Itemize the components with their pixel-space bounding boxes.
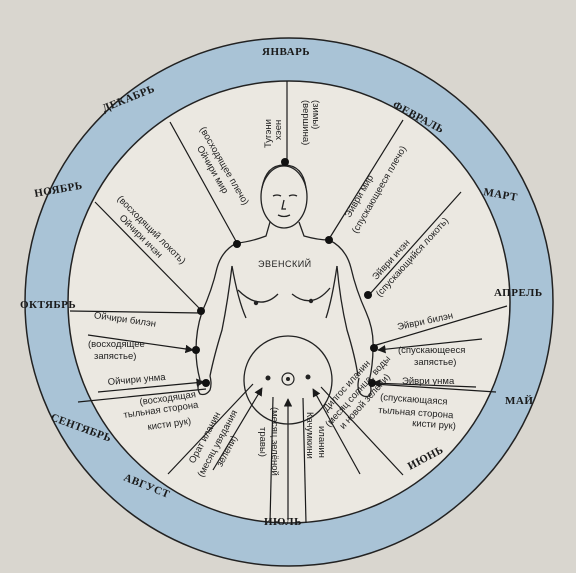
month-march: МАРТ	[482, 186, 518, 204]
arrow-l-wrist	[87, 334, 194, 354]
arrows	[87, 334, 483, 520]
r-wrist-label-c: запястье)	[414, 357, 456, 368]
right-nipple	[308, 298, 314, 304]
spoke-apr	[372, 305, 508, 347]
joint-right-shoulder	[325, 236, 333, 244]
spoke-jul-l	[269, 396, 274, 524]
navel-outer	[281, 372, 295, 386]
r-wrist-label-b: (спускающееся	[398, 345, 465, 356]
spokes	[69, 81, 508, 524]
spoke-dec	[169, 121, 238, 244]
center-label: ЭВЕНСКИЙ	[258, 258, 312, 269]
eyes	[272, 194, 298, 197]
belly-dot-left	[265, 375, 271, 381]
joint-left-elbow	[197, 307, 205, 315]
belly-circle	[243, 335, 333, 425]
right-arm-outer	[328, 239, 374, 383]
spoke-feb	[328, 119, 404, 240]
month-july: ИЮЛЬ	[264, 516, 302, 528]
joint-left-wrist	[192, 346, 200, 354]
jul2-label-b: иланин	[316, 426, 327, 458]
crown-label-b: хэен	[273, 120, 284, 140]
r-hand-labels: Эйври унма (спускающаяся тыльная сторона…	[378, 376, 456, 432]
nose	[281, 199, 286, 210]
joint-left-shoulder	[233, 240, 241, 248]
spoke-jul-r	[302, 397, 307, 524]
arrow-l-hand	[97, 378, 205, 393]
navel-inner	[286, 377, 290, 381]
left-arm-inner	[209, 265, 233, 377]
spoke-nov	[94, 201, 202, 311]
l-wrist-label-c: запястье)	[94, 351, 136, 362]
mouth	[277, 214, 291, 218]
spoke-mar	[368, 191, 462, 296]
l-hand-label-a: Ойчири унма	[107, 372, 166, 388]
belly-dot-right	[305, 374, 311, 380]
head	[260, 165, 308, 229]
crown-label-group-2: (вершина) (зимы)	[300, 100, 321, 145]
spoke-may	[372, 383, 497, 393]
jul2-label-a: Качумкини	[304, 412, 315, 459]
jul-label-b: травы)	[257, 427, 268, 457]
month-april: АПРЕЛЬ	[494, 287, 543, 299]
spoke-sep	[77, 388, 207, 403]
jul-label-a: (месяц зелёной	[269, 407, 280, 476]
left-hand	[197, 375, 212, 396]
jul-labels: (месяц зелёной травы)	[257, 407, 280, 476]
r-hand-label-c: тыльная сторона	[378, 405, 455, 421]
inner-disc	[67, 80, 511, 524]
right-arm-inner	[336, 265, 359, 377]
arrow-r-hand	[372, 379, 477, 388]
joint-crown	[281, 158, 289, 166]
r-hand-label-b: (спускающаяся	[380, 392, 448, 408]
r-hand-label-d: кисти рук)	[412, 418, 456, 432]
arrow-jun	[312, 388, 361, 475]
joint-right-wrist	[370, 344, 378, 352]
joint-points	[192, 158, 378, 387]
month-october: ОКТЯБРЬ	[20, 299, 76, 311]
joint-left-hand	[202, 379, 210, 387]
arrow-r-wrist	[377, 338, 483, 354]
joint-right-elbow	[364, 291, 372, 299]
r-hand-label-a: Эйври унма	[402, 376, 455, 387]
month-january: ЯНВАРЬ	[262, 46, 310, 58]
l-wrist-label-b: (восходящее	[88, 339, 145, 350]
crown-label-group: Тугэни хэен	[263, 119, 284, 148]
right-hand	[357, 377, 372, 398]
crown-label-c: (вершина)	[300, 100, 311, 145]
joint-right-hand	[368, 379, 376, 387]
crown-label-d: (зимы)	[310, 100, 321, 129]
left-nipple	[253, 300, 259, 306]
spoke-jun	[320, 386, 404, 476]
jul2-labels: Качумкини иланин	[304, 412, 327, 459]
spoke-oct	[69, 310, 202, 314]
crown-label-a: Тугэни	[263, 119, 274, 148]
month-may: МАЙ	[505, 395, 533, 407]
spoke-aug	[167, 383, 254, 475]
arrow-aug	[212, 387, 263, 471]
right-torso	[325, 265, 338, 319]
left-torso	[231, 265, 247, 319]
left-chest	[237, 289, 279, 303]
